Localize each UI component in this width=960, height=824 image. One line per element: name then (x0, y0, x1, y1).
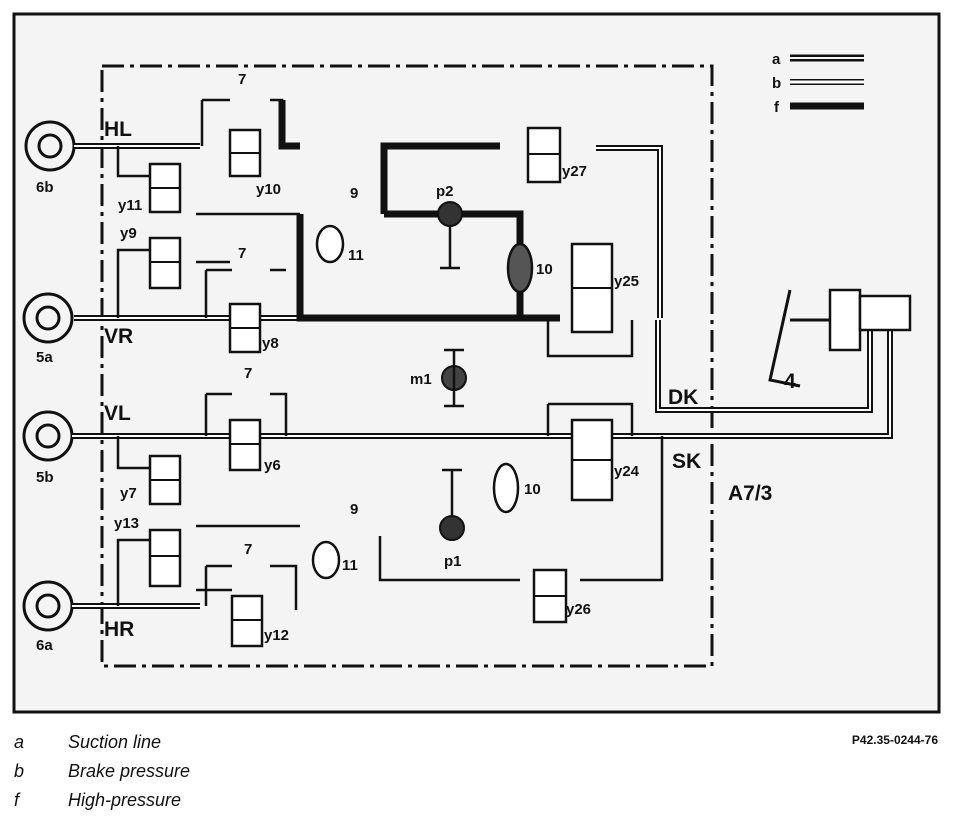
valve-y25: y25 (570, 242, 639, 334)
circuit-label-vr: VR (104, 325, 133, 348)
legend-item-b: b Brake pressure (14, 761, 190, 782)
accumulator-11-bottom: 11 (311, 540, 358, 580)
damper-10-top: 10 (506, 242, 553, 294)
svg-text:6a: 6a (36, 637, 53, 654)
valve-y12: y12 (230, 594, 289, 648)
brake-master-cylinder: 4 (768, 288, 912, 393)
svg-text:10: 10 (524, 481, 541, 498)
legend-key-f: f (774, 99, 780, 116)
check-valve-label: 7 (244, 365, 252, 382)
damper-10-bottom: 10 (492, 462, 541, 514)
legend-text: High-pressure (68, 790, 182, 810)
svg-text:11: 11 (348, 247, 364, 264)
svg-text:y25: y25 (614, 273, 639, 290)
legend-text: Brake pressure (68, 761, 191, 781)
circuit-label-hl: HL (104, 118, 132, 141)
valves: y10 y11 y9 y8 y6 y7 y13 y12 y27 y25 y24 … (114, 126, 640, 648)
svg-text:y27: y27 (562, 163, 587, 180)
check-valve-label: 7 (244, 541, 252, 558)
svg-text:y6: y6 (264, 457, 281, 474)
legend-text: Suction line (68, 732, 162, 752)
svg-text:10: 10 (536, 261, 553, 278)
svg-text:y7: y7 (120, 485, 137, 502)
restrictor-label: 9 (350, 185, 358, 202)
svg-text:y8: y8 (262, 335, 279, 352)
motor-m1: m1 (410, 348, 467, 408)
svg-text:m1: m1 (410, 371, 432, 388)
valve-y9: y9 (120, 225, 182, 290)
unit-label: A7/3 (728, 482, 772, 505)
svg-text:y9: y9 (120, 225, 137, 242)
pump-p1: p1 (439, 468, 465, 570)
check-valve-label: 7 (238, 245, 246, 262)
legend-key: a (14, 732, 25, 752)
circuit-label-vl: VL (104, 402, 131, 425)
valve-y13: y13 (114, 515, 182, 588)
valve-y27: y27 (526, 126, 587, 184)
diagram-frame (12, 12, 941, 714)
svg-text:y13: y13 (114, 515, 139, 532)
legend-key-a: a (772, 51, 781, 68)
svg-text:p1: p1 (444, 553, 462, 570)
restrictor-label: 9 (350, 501, 358, 518)
svg-text:4: 4 (784, 370, 796, 393)
legend-item-a: a Suction line (14, 732, 161, 753)
figure-code: P42.35-0244-76 (851, 733, 938, 747)
valve-y6: y6 (228, 418, 281, 474)
high-pressure-lines (278, 100, 560, 322)
circuit-label-sk: SK (672, 450, 701, 473)
circuit-label-dk: DK (668, 386, 698, 409)
svg-text:p2: p2 (436, 183, 454, 200)
valve-y24: y24 (570, 418, 640, 502)
components: 7 7 7 7 9 9 11 11 10 10 (238, 71, 553, 580)
svg-text:5b: 5b (36, 469, 54, 486)
svg-text:y12: y12 (264, 627, 289, 644)
wheel-5a: 5a (22, 292, 74, 366)
valve-y26: y26 (532, 568, 591, 624)
unit-boundary (100, 64, 714, 668)
wheel-6b: 6b (24, 120, 76, 196)
svg-text:y26: y26 (566, 601, 591, 618)
legend-key-b: b (772, 75, 781, 92)
valve-y11: y11 (118, 162, 182, 214)
svg-text:y11: y11 (118, 197, 142, 214)
svg-text:5a: 5a (36, 349, 53, 366)
pump-p2: p2 (436, 183, 463, 270)
legend-key: f (14, 790, 20, 810)
valve-y10: y10 (228, 128, 281, 198)
valve-y7: y7 (120, 454, 182, 506)
legend-item-f: f High-pressure (14, 790, 181, 811)
valve-y8: y8 (228, 302, 279, 354)
accumulator-11-top: 11 (315, 224, 364, 264)
legend-samples: a b f (772, 51, 864, 116)
svg-text:6b: 6b (36, 179, 54, 196)
svg-text:y10: y10 (256, 181, 281, 198)
svg-text:y24: y24 (614, 463, 640, 480)
legend-key: b (14, 761, 25, 781)
circuit-label-hr: HR (104, 618, 134, 641)
svg-text:11: 11 (342, 557, 358, 574)
check-valve-label: 7 (238, 71, 246, 88)
